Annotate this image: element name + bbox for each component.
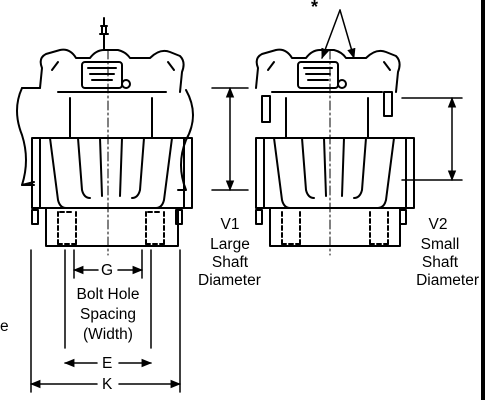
- v1-caption-line1: Large: [210, 236, 250, 253]
- v1-code-label: V1: [220, 216, 240, 233]
- left-housing-cap: [39, 48, 185, 93]
- callout-asterisk: *: [311, 0, 319, 17]
- left-housing-ribs: [49, 137, 173, 209]
- left-bearing-housing: [16, 17, 194, 247]
- v1-caption-line3: Diameter: [198, 272, 261, 289]
- v1-caption-line2: Shaft: [211, 254, 249, 271]
- right-bearing-housing: [255, 9, 415, 247]
- partial-edge-text: e: [0, 318, 9, 335]
- right-housing-cap: [255, 48, 401, 93]
- dim-g-label: G: [101, 262, 114, 279]
- dim-k-label: K: [102, 376, 113, 393]
- v2-caption-line3: Diameter: [416, 272, 479, 289]
- right-edge-rule: [481, 0, 485, 400]
- bolt-hole-caption-line2: Spacing: [79, 306, 136, 323]
- bolt-hole-caption-line1: Bolt Hole: [76, 286, 140, 303]
- bolt-hole-caption-line3: (Width): [83, 326, 133, 343]
- right-housing-foot: [269, 207, 401, 247]
- v2-caption-line1: Small: [420, 236, 460, 253]
- right-dimensions: [211, 86, 463, 192]
- left-housing-foot: [45, 207, 179, 247]
- dim-e-label: E: [102, 355, 113, 372]
- v2-code-label: V2: [428, 216, 448, 233]
- left-grease-fitting: [99, 17, 109, 51]
- v2-caption-line2: Shaft: [421, 254, 459, 271]
- left-dimensions: [29, 249, 182, 393]
